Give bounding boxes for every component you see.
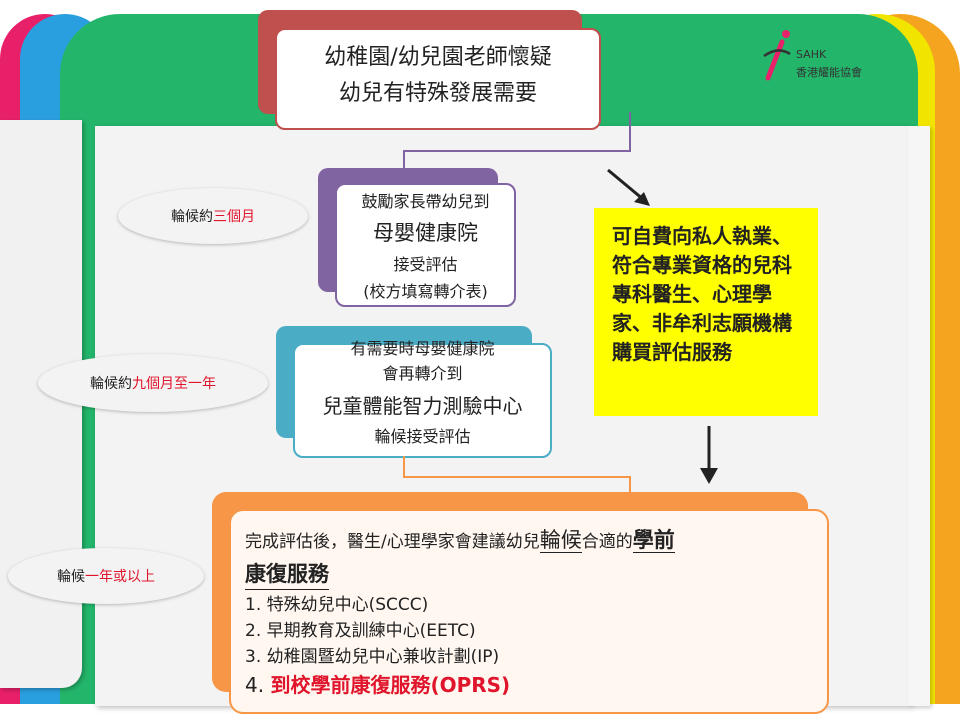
bottom-item-4: 4. 到校學前康復服務(OPRS) <box>245 670 827 700</box>
bottom-intro-e: 康復服務 <box>245 559 329 590</box>
wait2-highlight: 九個月至一年 <box>132 376 216 392</box>
bottom-intro-b: 輪候 <box>539 528 582 553</box>
wait-ellipse-2: 輪候約九個月至一年 <box>38 354 268 412</box>
cac-line4: 輪候接受評估 <box>374 427 471 446</box>
mch-box: 鼓勵家長帶幼兒到 母嬰健康院 接受評估 (校方填寫轉介表) <box>335 183 516 307</box>
mch-line1: 鼓勵家長帶幼兒到 <box>361 192 490 211</box>
mch-line4: (校方填寫轉介表) <box>363 282 488 301</box>
wait-ellipse-1: 輪候約三個月 <box>118 188 308 244</box>
top-box: 幼稚園/幼兒園老師懷疑 幼兒有特殊發展需要 <box>275 28 601 130</box>
sahk-logo: SAHK 香港耀能協會 <box>760 28 880 88</box>
connector-top-down <box>629 112 631 152</box>
bottom-item-2: 2. 早期教育及訓練中心(EETC) <box>245 621 476 641</box>
bottom-item-1: 1. 特殊幼兒中心(SCCC) <box>245 595 429 615</box>
cac-line1: 有需要時母嬰健康院 <box>350 339 495 358</box>
connector-cac-horizontal <box>403 476 631 478</box>
private-assessment-box: 可自費向私人執業、符合專業資格的兒科專科醫生、心理學家、非牟利志願機構購買評估服… <box>594 208 818 416</box>
wait1-highlight: 三個月 <box>213 209 255 225</box>
connector-cac-down <box>403 456 405 478</box>
bottom-intro: 完成評估後，醫生/心理學家會建議幼兒輪候合適的學前 <box>245 523 827 559</box>
bottom-item-4-text: 到校學前康復服務(OPRS) <box>270 673 511 697</box>
bottom-item-4-num: 4. <box>245 673 265 697</box>
panel-left <box>0 120 82 688</box>
bottom-intro-c: 合適的 <box>581 532 633 552</box>
connector-top-left-down <box>403 150 405 170</box>
wait3-highlight: 一年或以上 <box>85 569 155 585</box>
cac-line3: 兒童體能智力測驗中心 <box>322 394 523 418</box>
bottom-intro-a: 完成評估後，醫生/心理學家會建議幼兒 <box>245 532 540 552</box>
cac-box: 有需要時母嬰健康院 會再轉介到 兒童體能智力測驗中心 輪候接受評估 <box>293 339 552 458</box>
mch-line3: 接受評估 <box>393 255 458 274</box>
bottom-box: 完成評估後，醫生/心理學家會建議幼兒輪候合適的學前 康復服務 1. 特殊幼兒中心… <box>229 509 829 714</box>
sahk-logo-mark-icon <box>763 30 791 81</box>
arrow-diagonal-icon <box>607 168 650 206</box>
panel-right-edge <box>908 126 930 706</box>
private-assessment-text: 可自費向私人執業、符合專業資格的兒科專科醫生、心理學家、非牟利志願機構購買評估服… <box>612 224 792 364</box>
arrow-down-icon <box>700 426 718 484</box>
bottom-intro-d: 學前 <box>632 528 675 553</box>
connector-cac-right-down <box>629 476 631 496</box>
top-box-line1: 幼稚園/幼兒園老師懷疑 <box>324 45 552 70</box>
wait1-prefix: 輪候約 <box>171 209 213 225</box>
logo-name: SAHK <box>796 48 827 61</box>
cac-line2: 會再轉介到 <box>382 364 463 383</box>
wait2-prefix: 輪候約 <box>90 376 132 392</box>
mch-line2: 母嬰健康院 <box>373 221 478 245</box>
top-box-line2: 幼兒有特殊發展需要 <box>338 81 537 106</box>
connector-top-horizontal <box>403 150 631 152</box>
wait3-prefix: 輪候 <box>57 569 85 585</box>
logo-subtitle: 香港耀能協會 <box>796 66 862 79</box>
bottom-item-3: 3. 幼稚園暨幼兒中心兼收計劃(IP) <box>245 647 500 667</box>
wait-ellipse-3: 輪候一年或以上 <box>8 548 204 604</box>
